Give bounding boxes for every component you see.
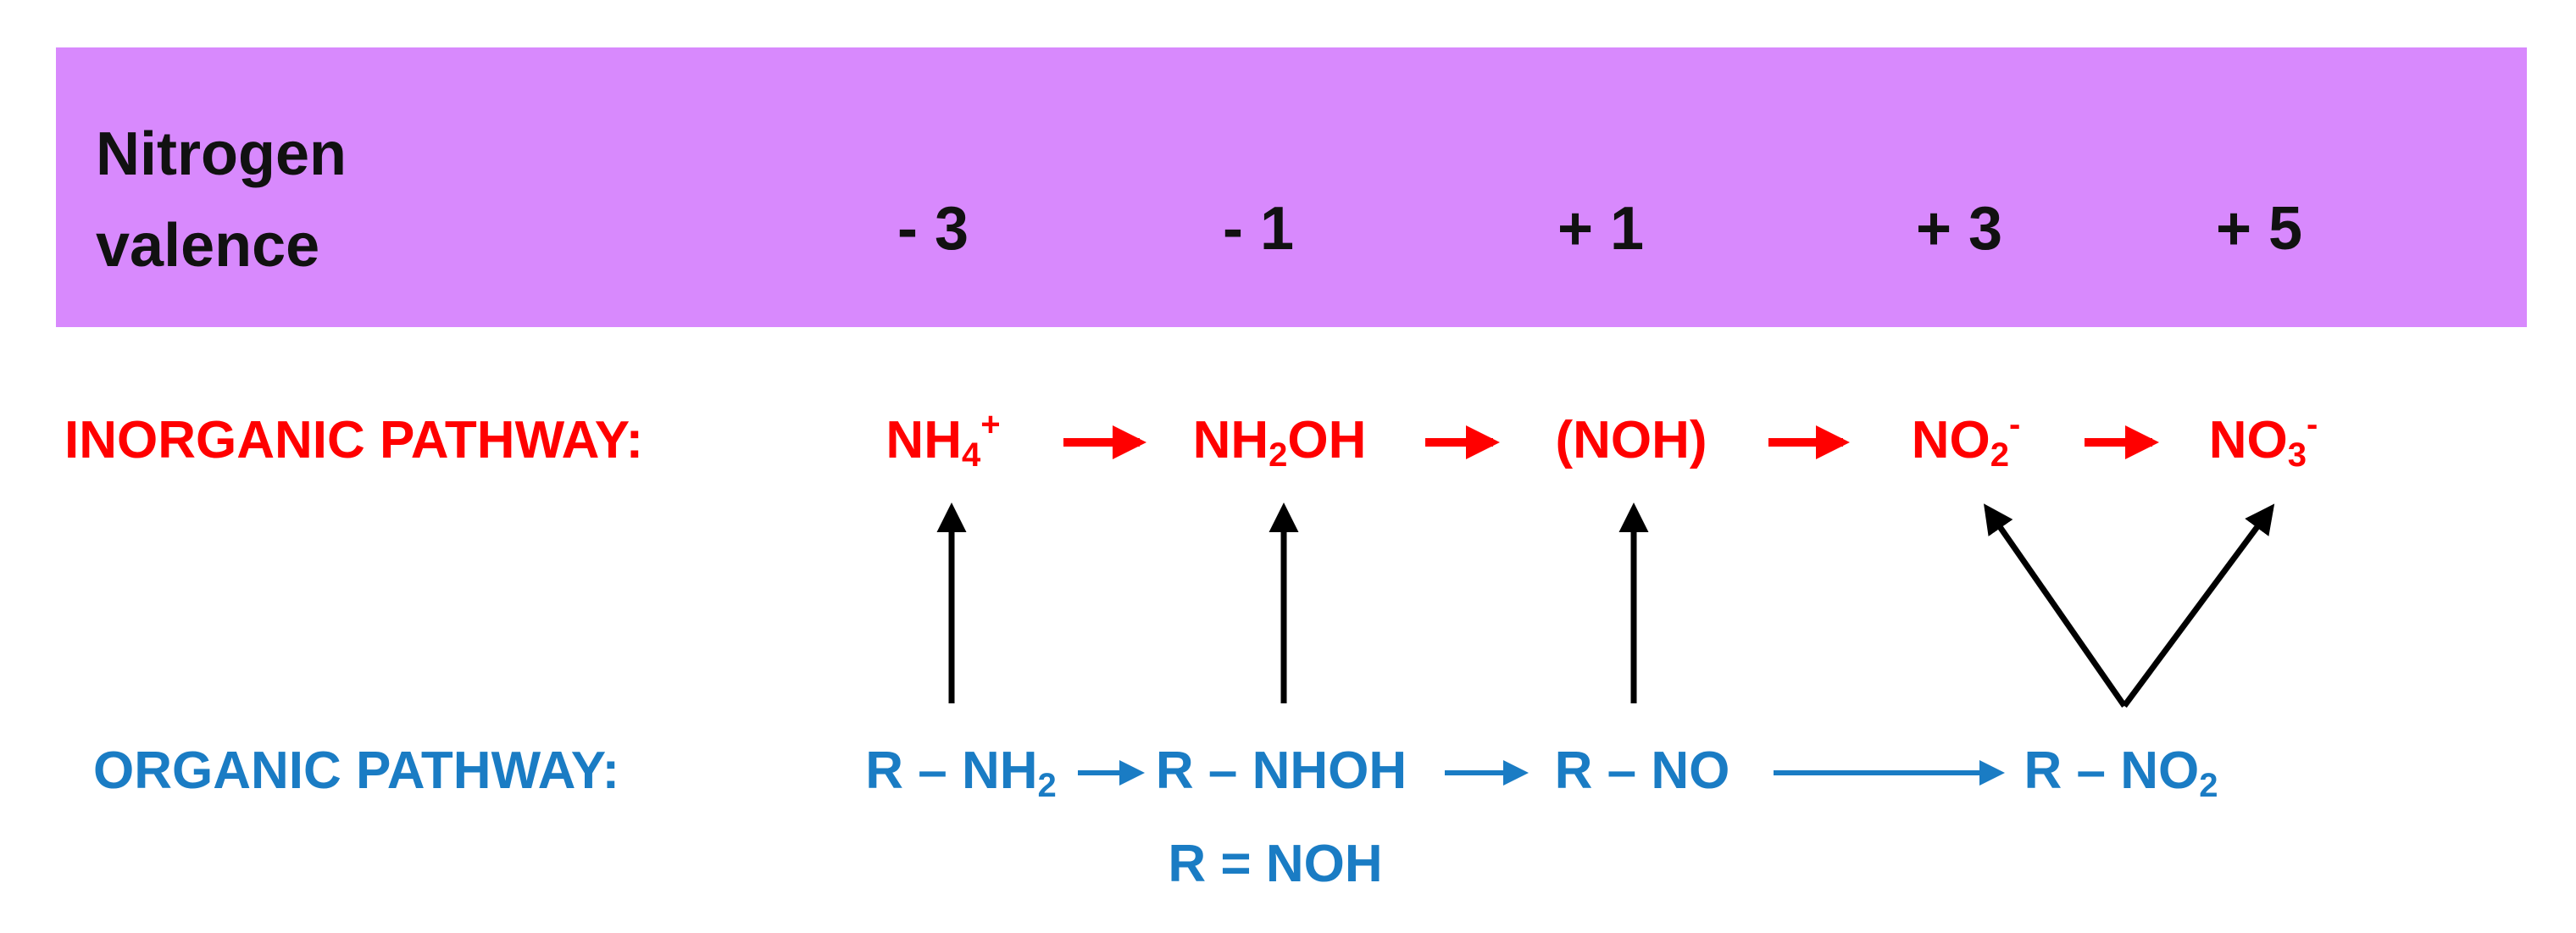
species-r-nitro: R – NO2 — [2024, 741, 2218, 804]
diag-arrow-to-nitrite — [1984, 503, 2127, 708]
valence-header-band — [56, 47, 2527, 327]
species-nitrite: NO2- — [1911, 406, 2021, 474]
species-ammonium: NH4+ — [886, 406, 1001, 474]
valence-plus-5: + 5 — [2215, 195, 2303, 263]
header-title: Nitrogen valence — [96, 108, 347, 292]
header-title-line1: Nitrogen — [96, 120, 347, 188]
species-nitroxyl: (NOH) — [1555, 411, 1707, 469]
species-r-oxime: R = NOH — [1168, 835, 1383, 893]
species-hydroxylamine: NH2OH — [1192, 411, 1367, 474]
valence-minus-1: - 1 — [1222, 195, 1295, 263]
valence-plus-1: + 1 — [1557, 195, 1645, 263]
species-r-amine: R – NH2 — [865, 741, 1057, 804]
valence-minus-3: - 3 — [897, 195, 969, 263]
valence-plus-3: + 3 — [1915, 195, 2003, 263]
species-r-nitroso: R – NO — [1554, 741, 1730, 800]
inorganic-pathway-label: INORGANIC PATHWAY: — [64, 411, 644, 469]
species-r-hydroxylamine: R – NHOH — [1155, 741, 1407, 800]
species-nitrate: NO3- — [2208, 406, 2318, 474]
header-title-line2: valence — [96, 212, 320, 280]
organic-pathway-label: ORGANIC PATHWAY: — [93, 741, 620, 800]
diag-arrow-to-nitrate — [2122, 503, 2275, 708]
